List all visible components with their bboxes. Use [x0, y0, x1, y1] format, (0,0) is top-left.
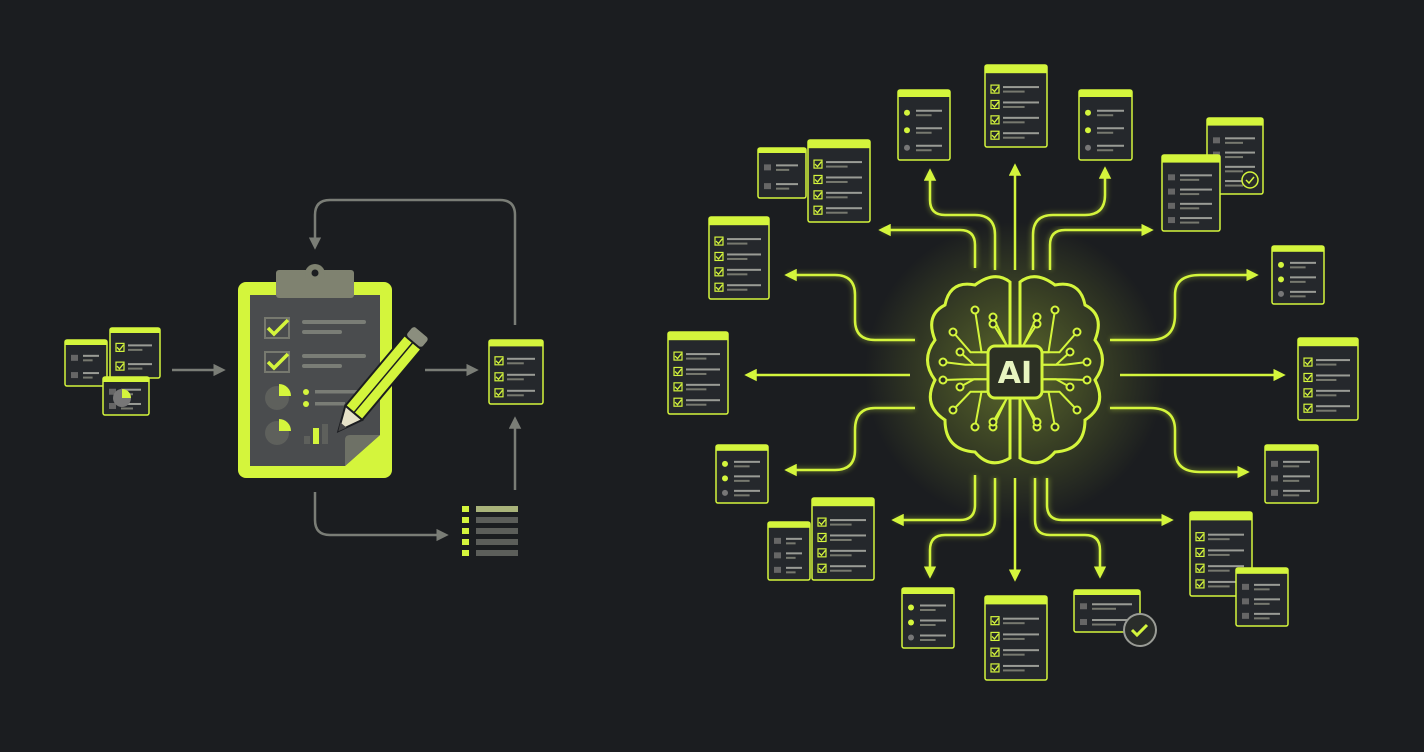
checklist-icon: [667, 331, 729, 415]
brain-circuit-icon: AI: [865, 222, 1165, 522]
clipboard-icon: [238, 264, 392, 478]
check-circle-icon: [1241, 171, 1259, 189]
circuit-node: [938, 357, 948, 367]
document-icon: [757, 147, 807, 199]
circuit-node: [1065, 347, 1075, 357]
document-icon: [1271, 245, 1325, 305]
checkbox: [264, 351, 290, 373]
circuit-node: [955, 347, 965, 357]
arrow: [1033, 478, 1107, 579]
document-icon: [1235, 567, 1289, 627]
circuit-node: [1032, 417, 1042, 427]
arrow: [308, 198, 517, 325]
circuit-node: [955, 382, 965, 392]
circuit-node: [1065, 382, 1075, 392]
circuit-trace: [952, 390, 988, 411]
circuit-trace: [1042, 378, 1088, 381]
circuit-node: [988, 319, 998, 329]
circuit-node: [970, 305, 980, 315]
document-icon: [1078, 89, 1133, 161]
document-icon: [64, 339, 108, 387]
document-icon: [1073, 589, 1141, 633]
arrow: [313, 492, 449, 542]
checkbox: [264, 317, 290, 339]
checklist-icon: [109, 327, 161, 379]
arrow: [784, 406, 915, 477]
circuit-node: [938, 375, 948, 385]
ai-output-documents: [667, 64, 1359, 681]
circuit-trace: [1022, 397, 1038, 423]
circuit-trace: [992, 397, 1008, 423]
check-circle-icon: [1123, 613, 1157, 647]
checklist-icon: [811, 497, 875, 581]
ai-chip: [986, 344, 1044, 400]
circuit-node: [1072, 327, 1082, 337]
arrow: [784, 268, 915, 342]
checklist-icon: [1297, 337, 1359, 421]
document-icon: [1161, 154, 1221, 232]
circuit-node: [1072, 405, 1082, 415]
circuit-node: [988, 417, 998, 427]
checklist-icon: [984, 64, 1048, 148]
circuit-node: [1082, 357, 1092, 367]
circuit-node: [970, 422, 980, 432]
document-icon: [901, 587, 955, 649]
circuit-trace: [942, 361, 988, 366]
checklist-icon: [708, 216, 770, 300]
document-icon: [715, 444, 769, 504]
circuit-trace: [952, 331, 988, 354]
document-icon: [1264, 444, 1319, 504]
ai-label: AI: [998, 356, 1032, 391]
list-icon: [462, 506, 518, 556]
circuit-node: [948, 327, 958, 337]
brain-right-hemisphere: [1018, 275, 1104, 465]
circuit-trace: [942, 378, 988, 381]
document-icon: [897, 89, 951, 161]
circuit-trace: [1042, 390, 1078, 411]
circuit-node: [1050, 305, 1060, 315]
bar-chart-icon: [304, 424, 328, 444]
circuit-trace: [1042, 361, 1088, 366]
checklist-icon: [488, 339, 544, 405]
circuit-node: [1050, 422, 1060, 432]
checklist-icon: [807, 139, 871, 223]
checklist-icon: [984, 595, 1048, 681]
manual-workflow: [64, 198, 544, 556]
circuit-node: [988, 312, 998, 322]
check-icon: [266, 318, 290, 337]
circuit-node: [1032, 312, 1042, 322]
circuit-node: [1032, 319, 1042, 329]
circuit-node: [1082, 375, 1092, 385]
pencil-icon: [336, 325, 430, 434]
check-icon: [266, 352, 290, 371]
brain-left-hemisphere: [926, 275, 1012, 465]
document-icon: [767, 521, 811, 581]
arrow: [923, 478, 997, 579]
circuit-trace: [1042, 331, 1078, 354]
circuit-node: [948, 405, 958, 415]
